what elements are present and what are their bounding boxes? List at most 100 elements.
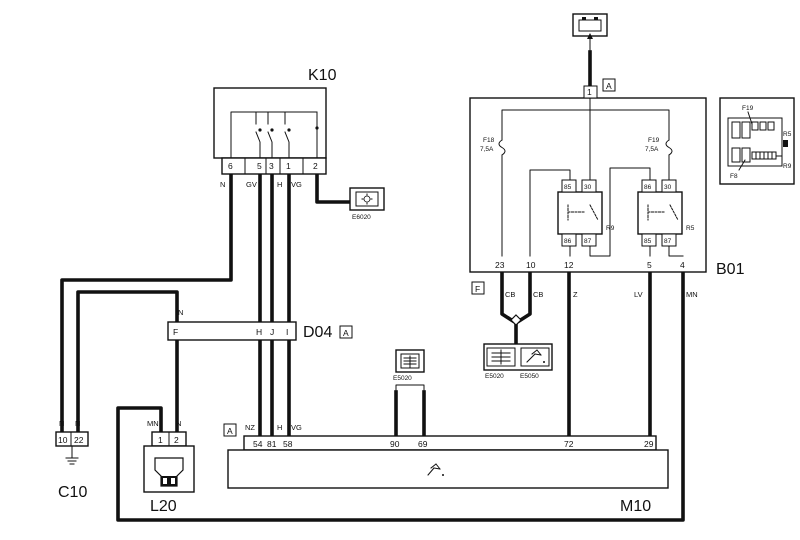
relay-pin: 30 [664, 184, 672, 191]
wire-color-label: LV [634, 290, 643, 299]
m10-pin: 29 [644, 439, 654, 449]
c10-pin: 10 [58, 435, 68, 445]
m10-pin: 90 [390, 439, 400, 449]
relay-pin: 85 [564, 184, 572, 191]
splice-icon [510, 314, 522, 326]
b01-pin: 23 [495, 260, 505, 270]
b01-label: B01 [716, 261, 745, 278]
k10-pin: 6 [228, 161, 233, 171]
k10-pin: 5 [257, 161, 262, 171]
c10-label: C10 [58, 484, 87, 501]
component-e5020-e5050: E5020 E5050 [483, 343, 553, 380]
e5050-label: E5050 [520, 373, 539, 380]
wire-color-label: N [176, 419, 181, 428]
wire-b01-10-splice [516, 270, 532, 324]
wire-color-label: CB [533, 290, 543, 299]
relay-pin: 85 [644, 238, 652, 245]
d04-pin: I [286, 327, 288, 337]
fuse-box-label: R9 [783, 163, 792, 170]
sun-icon [355, 191, 379, 207]
l20-pin: 2 [174, 435, 179, 445]
connector-a-label: A [343, 328, 349, 338]
m10-pin: 72 [564, 439, 574, 449]
connector-a-label: A [227, 426, 233, 436]
component-e5020-top: E5020 [393, 349, 425, 393]
e5020-bottom-label: E5020 [485, 373, 504, 380]
m10-box [227, 449, 669, 489]
wire-color-label: N [178, 308, 183, 317]
wire-k10-2-e6020 [315, 173, 352, 204]
l20-label: L20 [150, 498, 177, 515]
fuse-f18-rating: 7,5A [480, 146, 494, 153]
wire-color-label: MN [686, 290, 698, 299]
fuse-box-label: F19 [742, 105, 754, 112]
wire-color-label: CB [505, 290, 515, 299]
connector-a-box [339, 325, 353, 339]
component-l20: MN N 1 2 L20 [143, 419, 195, 515]
component-b01: 1 A F18 7,5A F19 7,5A 85 30 86 87 R9 [469, 78, 745, 299]
b01-pin: 4 [680, 260, 685, 270]
l20-pin: 1 [158, 435, 163, 445]
d04-connector-strip [167, 321, 297, 341]
wire-color-label: MN [147, 419, 159, 428]
fuse-box-inset: F19 R5 F8 R9 [719, 97, 795, 185]
wire-color-label: H [277, 180, 282, 189]
fuse-f19-name: F19 [648, 137, 660, 144]
component-m10: A NZ H VG 54 81 58 90 69 72 29 M10 [223, 423, 669, 515]
m10-pin: 58 [283, 439, 293, 449]
relay-r5 [637, 191, 683, 235]
component-k10: K10 6 5 3 1 2 N GV H VG [213, 67, 337, 189]
relay-r9 [557, 191, 603, 235]
wire-color-label: GV [246, 180, 257, 189]
k10-pin: 2 [313, 161, 318, 171]
relay-r9-name: R9 [606, 225, 615, 232]
fuse-f18-symbol [498, 139, 506, 156]
wire-color-label: VG [291, 423, 302, 432]
wire-color-label: N [220, 180, 225, 189]
wire-b01-4-l20-1 [116, 270, 685, 522]
k10-pin: 3 [269, 161, 274, 171]
wire-color-label: N [59, 419, 64, 428]
d04-pin: J [270, 327, 274, 337]
connector-a-box [223, 423, 237, 437]
component-e6020: E6020 [349, 187, 385, 221]
m10-pin: 69 [418, 439, 428, 449]
m10-connector [243, 435, 657, 451]
b01-top-pin: 1 [587, 87, 592, 97]
relay-pin: 86 [564, 238, 572, 245]
b01-pin: 5 [647, 260, 652, 270]
k10-pin: 1 [286, 161, 291, 171]
fuse-box-label: F8 [730, 173, 738, 180]
m10-pin: 81 [267, 439, 277, 449]
ground-icon [65, 457, 79, 465]
component-d04: F H J I D04 A N [167, 308, 353, 341]
k10-box [213, 87, 327, 159]
b01-pin: 12 [564, 260, 574, 270]
battery-icon [578, 19, 602, 32]
wire-color-label: Z [573, 290, 578, 299]
thick-wires [60, 50, 685, 522]
battery [572, 13, 608, 53]
wire-d04-f-c10-22 [76, 290, 179, 432]
d04-label: D04 [303, 324, 332, 341]
fan-icon [427, 463, 441, 476]
fuse-f19-symbol [665, 139, 673, 156]
connector-a-box [602, 78, 616, 92]
k10-label: K10 [308, 67, 337, 84]
b01-pin: 10 [526, 260, 536, 270]
connector-f-label: F [475, 284, 480, 294]
wire-color-label: H [277, 423, 282, 432]
fuse-f18-name: F18 [483, 137, 495, 144]
wire-color-label: N [75, 419, 80, 428]
fuse-f19-rating: 7,5A [645, 146, 659, 153]
e5020-top-label: E5020 [393, 375, 412, 382]
component-c10: N N 10 22 C10 [55, 419, 89, 501]
relay-pin: 87 [664, 238, 672, 245]
connector-f-box [471, 281, 485, 295]
m10-label: M10 [620, 498, 651, 515]
relay-pin: 87 [584, 238, 592, 245]
relay-pin: 30 [584, 184, 592, 191]
relay-r5-name: R5 [686, 225, 695, 232]
fan-icon [520, 347, 550, 367]
